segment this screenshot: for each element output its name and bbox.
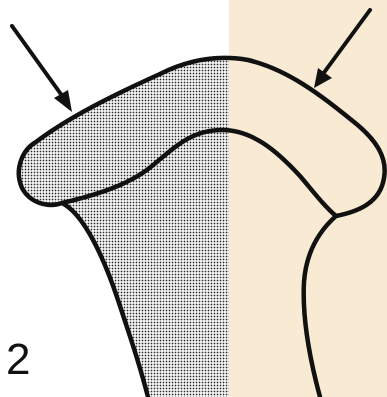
figure-number: 2 <box>6 338 30 382</box>
